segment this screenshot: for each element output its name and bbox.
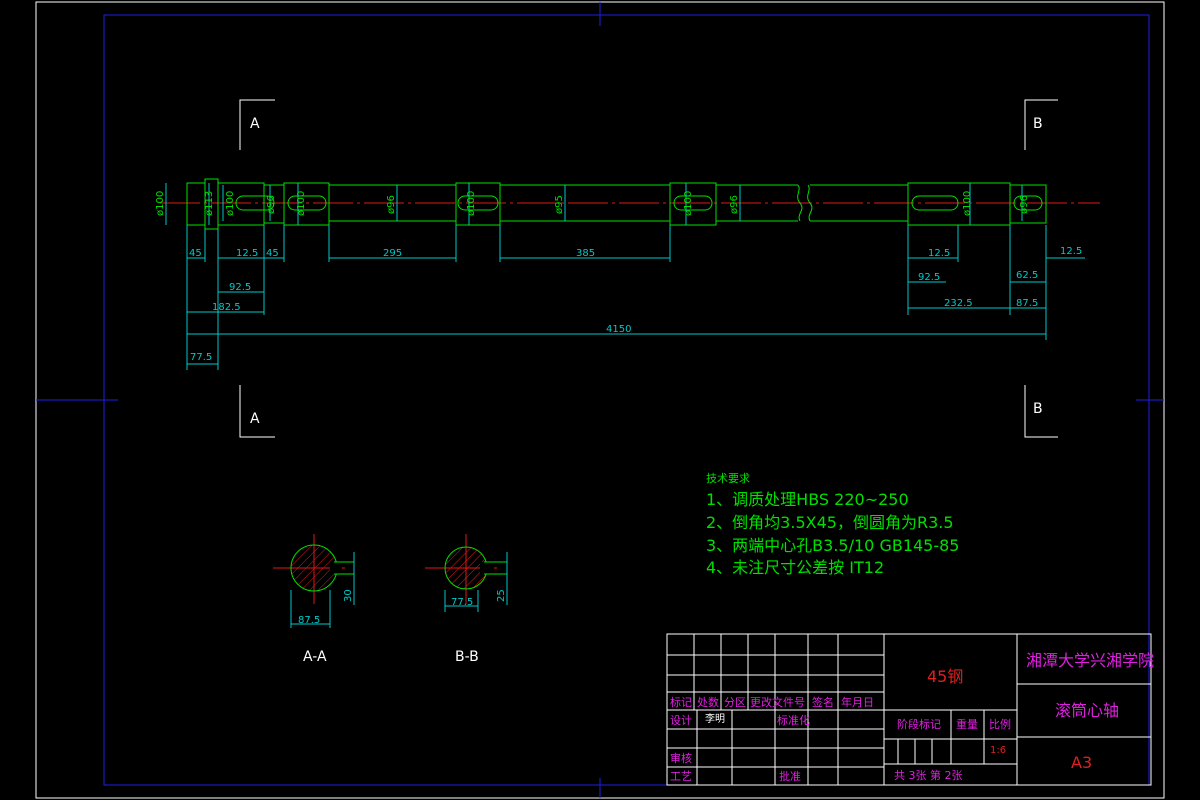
scale-value: 1:6 [990, 745, 1006, 756]
tech-line-1: 1、调质处理HBS 220~250 [706, 490, 909, 509]
dia-label: ø100 [155, 191, 166, 216]
dia-label: ø96 [386, 195, 397, 214]
col-zone: 分区 [724, 696, 746, 709]
dia-label: ø100 [466, 191, 477, 216]
aa-width: 87.5 [298, 615, 320, 626]
design-label: 设计 [670, 714, 692, 727]
scale-label: 比例 [989, 717, 1011, 731]
dia-label: ø100 [683, 191, 694, 216]
bb-width: 77.5 [451, 597, 473, 608]
standardize-label: 标准化 [777, 713, 810, 727]
dim-label: 87.5 [1016, 298, 1038, 309]
dim-label: 232.5 [944, 298, 973, 309]
section-label-a-top: A [250, 116, 260, 132]
section-b-b: 77.5 25 B-B [425, 534, 508, 665]
aa-label: A-A [303, 649, 327, 665]
dia-label: ø96 [729, 195, 740, 214]
dia-label: ø96 [1019, 195, 1030, 214]
dia-label: ø95 [554, 195, 565, 214]
dia-label: ø100 [225, 191, 236, 216]
dim-label: 45 [266, 248, 279, 259]
tech-heading: 技术要求 [706, 472, 750, 485]
dia-label: ø100 [296, 191, 307, 216]
col-mark: 标记 [670, 695, 692, 709]
dim-label: 12.5 [1060, 246, 1082, 257]
length-labels: 45 12.5 45 295 385 92.5 182.5 4150 77.5 … [189, 246, 1082, 363]
sheet-count: 共 3张 第 2张 [894, 768, 963, 782]
dim-label: 92.5 [229, 282, 251, 293]
dim-label: 4150 [606, 324, 631, 335]
process-label: 工艺 [670, 770, 692, 783]
dim-label: 62.5 [1016, 270, 1038, 281]
review-label: 审核 [670, 751, 692, 765]
section-label-a-bottom: A [250, 411, 260, 427]
tech-line-3: 3、两端中心孔B3.5/10 GB145-85 [706, 536, 960, 555]
sheet-size: A3 [1071, 753, 1092, 772]
col-sign: 签名 [812, 695, 834, 709]
drawing-frame [35, 1, 1165, 799]
tech-line-2: 2、倒角均3.5X45，倒圆角为R3.5 [706, 513, 954, 532]
bb-label: B-B [455, 649, 479, 665]
technical-requirements: 技术要求 1、调质处理HBS 220~250 2、倒角均3.5X45，倒圆角为R… [706, 472, 960, 577]
school-name: 湘潭大学兴湘学院 [1026, 651, 1154, 670]
section-label-b-bottom: B [1033, 401, 1043, 417]
col-date: 年月日 [841, 695, 874, 709]
dia-label: ø113 [204, 191, 215, 216]
dim-label: 77.5 [190, 352, 212, 363]
title-block [666, 633, 1152, 786]
section-a-a: 87.5 30 A-A [273, 534, 355, 665]
material: 45钢 [927, 667, 963, 686]
dim-label: 385 [576, 248, 595, 259]
dimension-lines [165, 183, 1085, 370]
aa-height: 30 [343, 589, 354, 602]
stage-mark-label: 阶段标记 [897, 717, 941, 731]
shaft-outline [186, 178, 1047, 230]
designer-name: 李明 [705, 712, 725, 725]
tech-line-4: 4、未注尺寸公差按 IT12 [706, 558, 884, 577]
title-block-text: 45钢 湘潭大学兴湘学院 滚筒心轴 A3 标记 处数 分区 更改文件号 签名 年… [670, 651, 1154, 783]
dim-label: 12.5 [928, 248, 950, 259]
diameter-labels: ø100 ø113 ø100 ø96 ø100 ø96 ø100 ø95 ø10… [155, 191, 1030, 216]
dim-label: 182.5 [212, 302, 241, 313]
dia-label: ø96 [266, 195, 277, 214]
col-doc: 更改文件号 [750, 695, 805, 709]
dim-label: 12.5 [236, 248, 258, 259]
section-markers [239, 99, 1058, 438]
approve-label: 批准 [779, 769, 801, 783]
bb-height: 25 [496, 589, 507, 602]
section-label-b-top: B [1033, 116, 1043, 132]
dim-label: 45 [189, 248, 202, 259]
part-name: 滚筒心轴 [1055, 701, 1119, 720]
weight-label: 重量 [956, 717, 978, 731]
dim-label: 92.5 [918, 272, 940, 283]
col-count: 处数 [697, 696, 719, 709]
dim-label: 295 [383, 248, 402, 259]
dia-label: ø100 [962, 191, 973, 216]
